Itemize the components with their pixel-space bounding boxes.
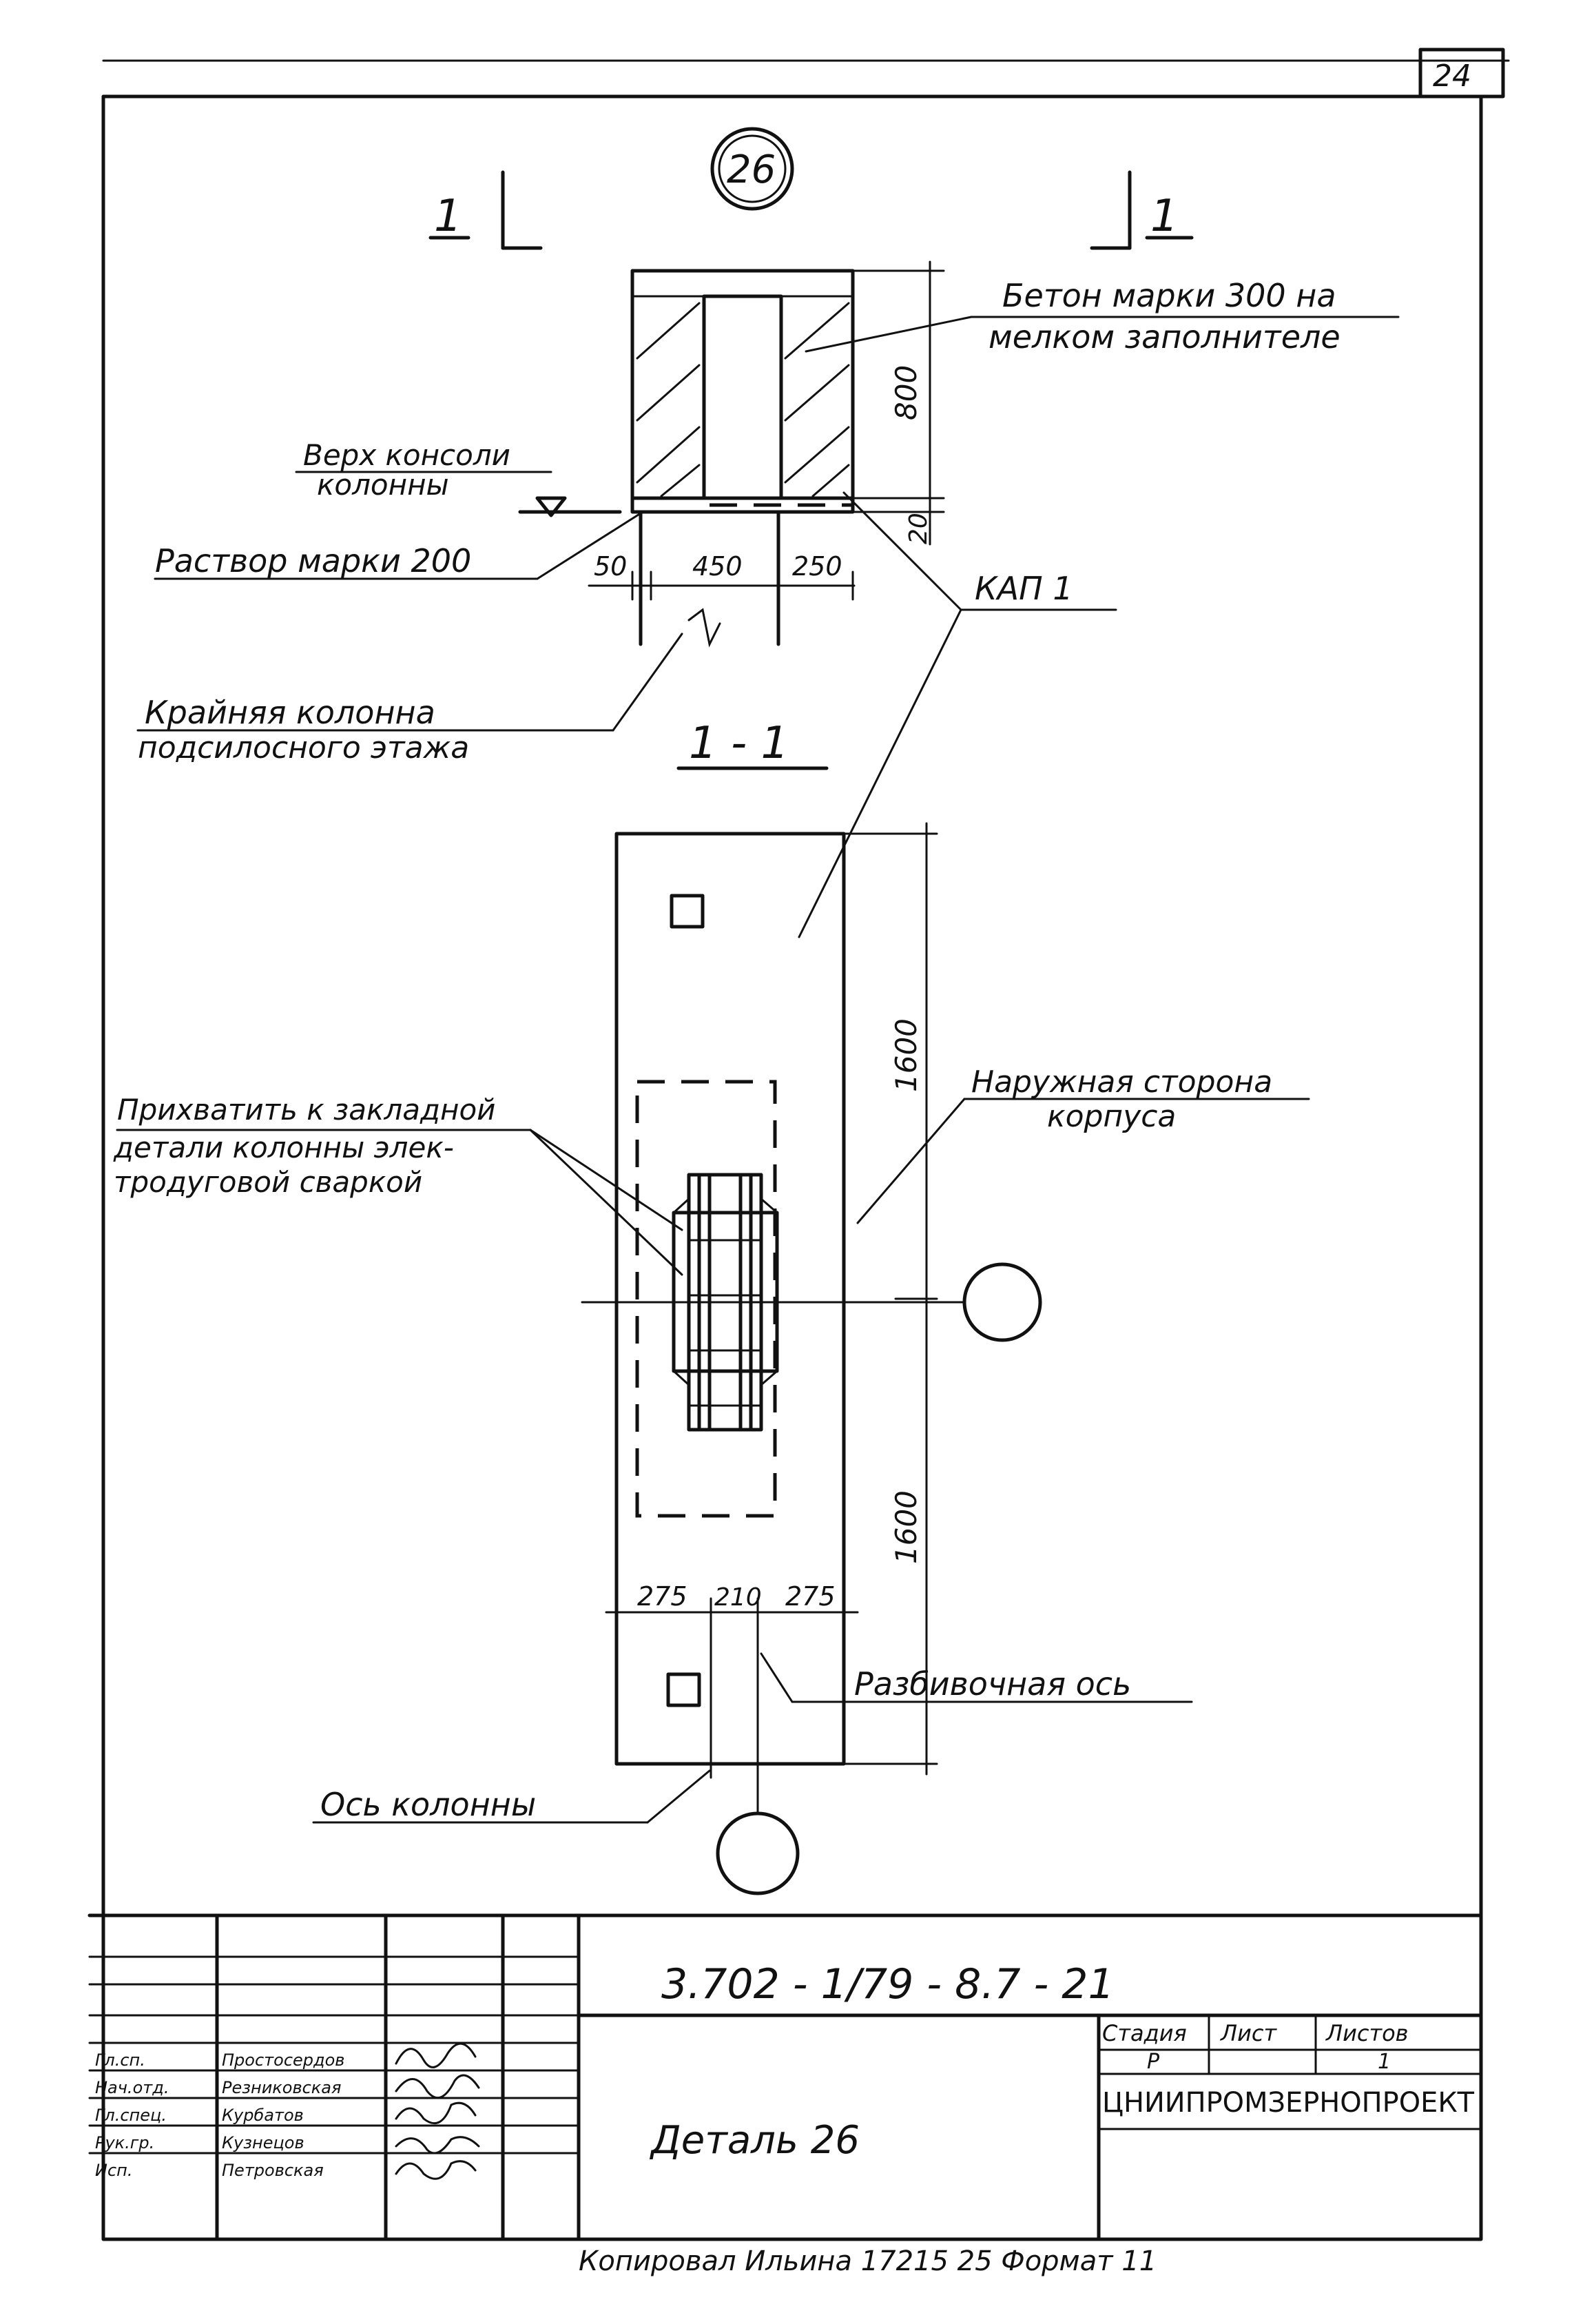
label-stake-axis: Разбивочная ось [854, 1665, 1131, 1703]
label-concrete-2: мелком заполнителе [989, 318, 1341, 356]
stage-header: Стадия [1102, 2020, 1187, 2046]
label-outer-side-2: корпуса [1047, 1099, 1176, 1134]
sheet-frame [101, 48, 1510, 2241]
dim-210: 210 [714, 1583, 762, 1612]
dim-1600-a: 1600 [889, 1018, 923, 1092]
label-outer-side-1: Наружная сторона [971, 1065, 1272, 1100]
dim-1600-b: 1600 [889, 1490, 923, 1564]
axis-bubble-right [962, 1262, 1042, 1342]
dim-800: 800 [889, 365, 923, 420]
label-outer-column-2: подсилосного этажа [138, 730, 469, 765]
sheet-number-box [1418, 48, 1505, 99]
sheets-value: 1 [1378, 2050, 1391, 2074]
plan-view [581, 832, 1042, 1895]
hole-top [670, 894, 705, 929]
label-console-top-1: Верх консоли [303, 438, 510, 472]
dim-250: 250 [792, 551, 842, 582]
stage-value: Р [1147, 2050, 1160, 2074]
upper-leaders [136, 316, 1400, 938]
section-marks [428, 170, 1194, 250]
label-weld-3: тродуговой сваркой [114, 1165, 422, 1199]
role-0: Гл.сп. [95, 2050, 145, 2070]
role-1: Нач.отд. [95, 2078, 169, 2097]
role-3: Рук.гр. [95, 2133, 154, 2152]
label-kap: КАП 1 [975, 570, 1073, 607]
footer-stamp: Копировал Ильина 17215 25 Формат 11 [579, 2245, 1157, 2277]
label-concrete-1: Бетон марки 300 на [1002, 277, 1336, 314]
section-mark-left: 1 [434, 191, 462, 242]
name-1: Резниковская [222, 2078, 341, 2097]
label-weld-2: детали колонны элек- [113, 1131, 454, 1164]
sheet-header: Лист [1220, 2020, 1277, 2046]
upper-dimensions [588, 260, 945, 601]
upper-section-socket [518, 269, 855, 648]
role-2: Гл.спец. [95, 2106, 167, 2125]
label-console-top-2: колонны [317, 468, 449, 502]
document-code: 3.702 - 1/79 - 8.7 - 21 [661, 1960, 1115, 2008]
signatures [395, 2042, 480, 2180]
plan-dimensions [605, 822, 938, 1776]
plate-outline [614, 832, 846, 1766]
embedded-part-outline [635, 1080, 777, 1518]
role-4: Исп. [95, 2161, 132, 2180]
dim-450: 450 [692, 551, 743, 582]
name-2: Курбатов [222, 2106, 304, 2125]
label-weld-1: Прихватить к закладной [117, 1093, 495, 1127]
detail-mark [710, 127, 794, 211]
name-3: Кузнецов [222, 2133, 304, 2152]
sheet-number: 24 [1433, 59, 1471, 94]
dim-20: 20 [904, 513, 933, 544]
sheets-header: Листов [1325, 2020, 1409, 2046]
label-outer-column-1: Крайняя колонна [145, 694, 435, 731]
dim-275-a: 275 [637, 1581, 687, 1612]
name-0: Простосердов [222, 2050, 344, 2070]
organization: ЦНИИПРОМЗЕРНОПРОЕКТ [1102, 2087, 1475, 2119]
section-title: 1 - 1 [689, 718, 789, 769]
drawing-title: Деталь 26 [649, 2118, 860, 2163]
detail-mark-number: 26 [727, 147, 776, 192]
name-4: Петровская [222, 2161, 324, 2180]
hole-bottom [666, 1672, 701, 1707]
dim-50: 50 [594, 551, 627, 582]
axis-bubble-bottom [716, 1811, 800, 1895]
plan-leaders [116, 1098, 1310, 1824]
label-mortar: Раствор марки 200 [155, 542, 471, 579]
title-block [87, 1913, 1483, 2241]
label-column-axis: Ось колонны [320, 1786, 536, 1823]
section-mark-right: 1 [1150, 191, 1179, 242]
dim-275-b: 275 [785, 1581, 836, 1612]
